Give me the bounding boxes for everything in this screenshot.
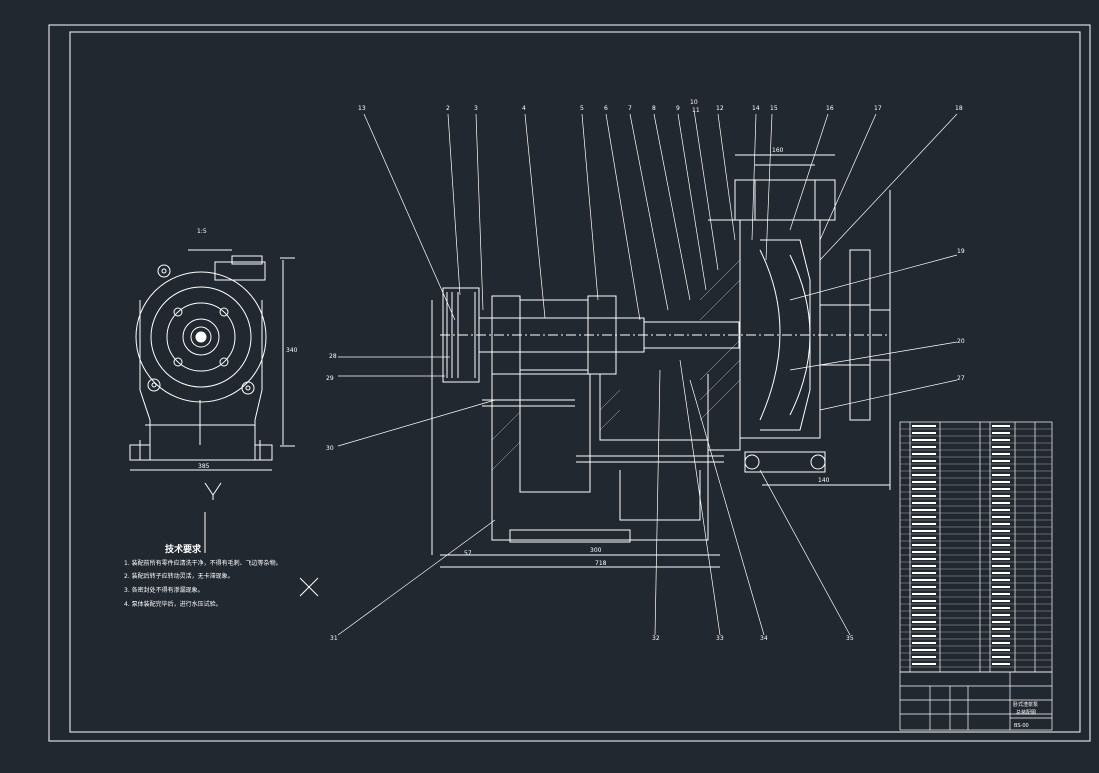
balloon-32: 32 <box>652 635 660 642</box>
section-hatching <box>491 259 741 471</box>
balloon-27: 27 <box>957 375 965 382</box>
main-section-view <box>431 154 891 568</box>
leader-lines <box>337 109 958 636</box>
tech-note-1: 1. 装配前所有零件应清洗干净，不得有毛刺、飞边等杂物。 <box>124 559 282 567</box>
parts-list-rows <box>900 425 1052 668</box>
outer-border <box>48 24 1091 742</box>
balloon-2: 2 <box>446 105 450 112</box>
tech-note-4: 4. 泵体装配完毕后，进行水压试验。 <box>124 600 222 608</box>
balloon-11: 11 <box>692 107 700 114</box>
balloon-18: 18 <box>955 105 963 112</box>
balloon-10: 10 <box>690 99 698 106</box>
dim-overall-length: 718 <box>595 560 607 567</box>
balloon-33: 33 <box>716 635 724 642</box>
side-view <box>129 249 295 471</box>
inner-border <box>69 31 1081 733</box>
title-block-subtitle: 总装配图 <box>1016 709 1036 716</box>
balloon-8: 8 <box>652 105 656 112</box>
balloon-16: 16 <box>826 105 834 112</box>
balloon-13: 13 <box>358 105 366 112</box>
balloon-29: 29 <box>326 375 334 382</box>
dim-nozzle: 160 <box>772 147 784 154</box>
balloon-35: 35 <box>846 635 854 642</box>
balloon-5: 5 <box>580 105 584 112</box>
dim-base: 300 <box>590 547 602 554</box>
balloon-17: 17 <box>874 105 882 112</box>
balloon-20: 20 <box>957 338 965 345</box>
tech-note-3: 3. 各密封处不得有渗漏现象。 <box>124 586 204 594</box>
balloon-31: 31 <box>330 635 338 642</box>
dim-height: 340 <box>286 347 298 354</box>
balloon-9: 9 <box>676 105 680 112</box>
tech-notes-title: 技术要求 <box>165 543 202 555</box>
title-block-title: 卧式渣浆泵 <box>1013 701 1038 708</box>
dim-offset: 57 <box>464 550 472 557</box>
dim-width: 385 <box>198 463 210 470</box>
title-block-drawing-no: BS-00 <box>1014 723 1029 729</box>
balloon-19: 19 <box>957 248 965 255</box>
balloon-14: 14 <box>752 105 760 112</box>
title-block <box>899 671 1053 731</box>
balloon-4: 4 <box>522 105 526 112</box>
parts-list-table <box>899 421 1053 673</box>
balloon-6: 6 <box>604 105 608 112</box>
roughness-symbol <box>204 482 319 597</box>
dim-pump-width: 140 <box>818 477 830 484</box>
balloon-34: 34 <box>760 635 768 642</box>
side-view-scale: 1:5 <box>197 228 207 235</box>
balloon-7: 7 <box>628 105 632 112</box>
balloon-12: 12 <box>716 105 724 112</box>
tech-note-2: 2. 装配后转子应转动灵活，无卡滞现象。 <box>124 572 234 580</box>
balloon-3: 3 <box>474 105 478 112</box>
balloon-28: 28 <box>329 353 337 360</box>
balloon-15: 15 <box>770 105 778 112</box>
balloon-30: 30 <box>326 445 334 452</box>
